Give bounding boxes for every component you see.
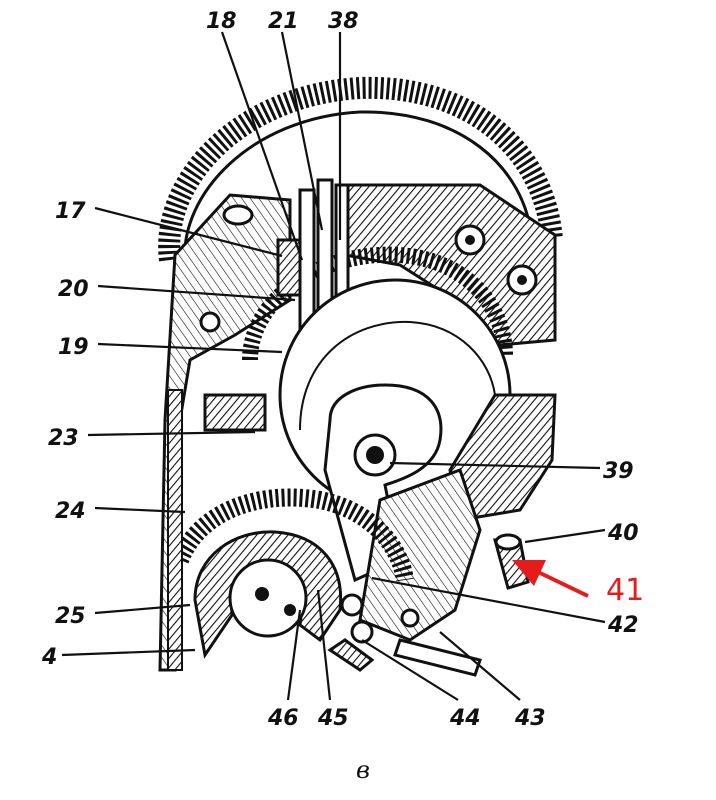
label-21: 21 bbox=[268, 9, 299, 34]
mechanism-body bbox=[158, 76, 563, 677]
leader-lines bbox=[61, 31, 606, 701]
label-40: 40 bbox=[607, 521, 639, 546]
label-19: 19 bbox=[58, 335, 89, 360]
label-42: 42 bbox=[607, 613, 639, 638]
label-39: 39 bbox=[603, 459, 634, 484]
label-24: 24 bbox=[55, 499, 86, 524]
lower-plate bbox=[358, 468, 482, 642]
label-23: 23 bbox=[48, 426, 79, 451]
knurled-wheel bbox=[158, 76, 563, 262]
label-4: 4 bbox=[41, 645, 57, 670]
annotation-41: 41 bbox=[512, 560, 644, 608]
label-17: 17 bbox=[55, 199, 86, 224]
red-arrow-shaft bbox=[537, 570, 589, 598]
label-38: 38 bbox=[328, 9, 359, 34]
lower-gear bbox=[171, 488, 414, 582]
label-43: 43 bbox=[514, 706, 546, 731]
wheel-46 bbox=[228, 558, 308, 638]
label-46: 46 bbox=[267, 706, 299, 731]
figure-caption: в bbox=[356, 756, 370, 784]
label-41: 41 bbox=[606, 573, 644, 608]
red-arrow-head bbox=[512, 560, 546, 586]
lever-arm bbox=[323, 383, 443, 583]
right-bracket bbox=[448, 393, 557, 522]
part-labels: 18 21 38 17 20 19 23 24 25 4 39 40 42 46… bbox=[41, 9, 639, 731]
label-25: 25 bbox=[55, 604, 86, 629]
label-18: 18 bbox=[206, 9, 237, 34]
label-20: 20 bbox=[58, 277, 89, 302]
label-45: 45 bbox=[317, 706, 349, 731]
label-44: 44 bbox=[449, 706, 481, 731]
